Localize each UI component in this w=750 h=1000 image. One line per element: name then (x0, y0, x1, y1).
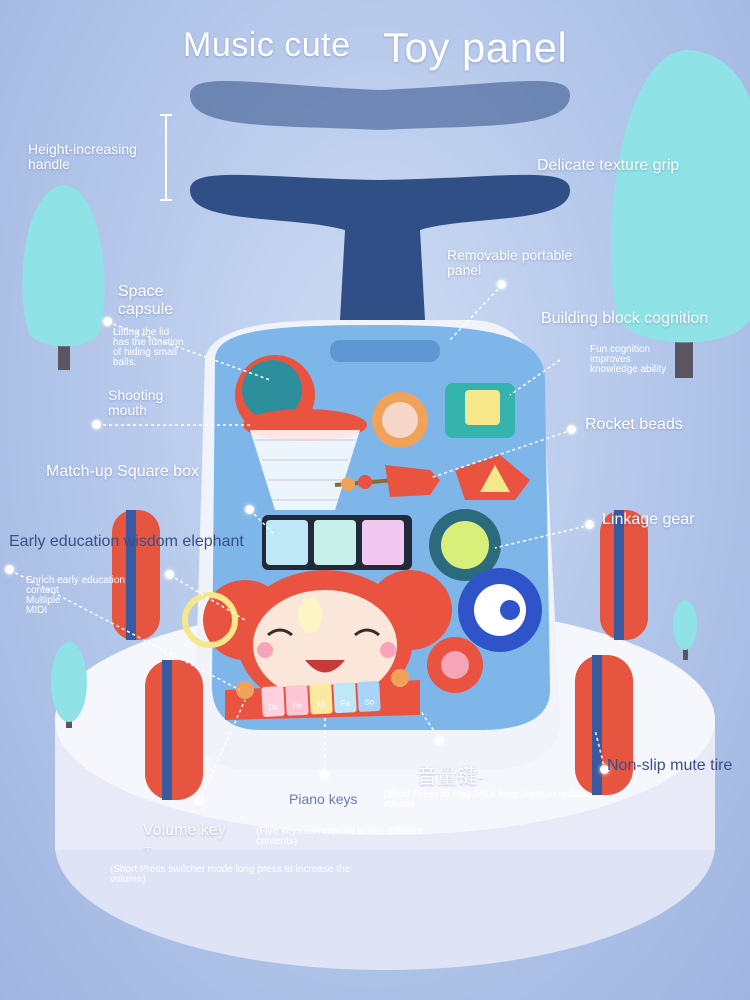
callout-dot-space-capsule (103, 317, 112, 326)
callout-dot-volume-plus (195, 796, 204, 805)
ring-toy (182, 592, 238, 648)
label-rocket-beads: Rocket beads (585, 416, 683, 433)
piano-key-do[interactable]: Do (261, 685, 285, 718)
piano-key-mi[interactable]: Mi (309, 683, 333, 715)
handle-ghost (190, 80, 570, 130)
callout-dot-removable-panel (497, 280, 506, 289)
piano-key-so[interactable]: So (357, 680, 381, 713)
note-fun-cognition: Fun cognition improves knowledge ability (590, 344, 667, 375)
callout-dot-matchup-box (245, 505, 254, 514)
callout-dot-linkage-gear (585, 520, 594, 529)
title-part2: Toy panel (383, 24, 568, 71)
wheel-right-back (600, 510, 648, 640)
callout-dot-volume-minus (435, 736, 444, 745)
label-matchup-box: Match-up Square box (46, 463, 199, 480)
tree-left (22, 185, 105, 370)
wheel-right-front (575, 655, 633, 795)
callout-leader-lines (9, 284, 606, 801)
label-nonslip-tire: Non-slip mute tire (607, 757, 733, 774)
label-space-capsule: Space capsule (118, 283, 174, 318)
note-enrich: Enrich early education content Multiple … (26, 575, 125, 616)
note-five-keys: (Five keys correspond to five different … (256, 826, 423, 847)
label-early-education: Early education wisdom elephant (9, 533, 244, 550)
handle (190, 174, 570, 320)
tree-small-right (673, 600, 697, 660)
note-space-capsule: Lifting the lid has the function of hidi… (113, 327, 184, 368)
callout-dot-nonslip-tire (600, 765, 609, 774)
label-volume-minus-cn: 音量键- (417, 766, 484, 788)
label-piano-keys: Piano keys (289, 791, 358, 807)
piano-key-re[interactable]: Re (285, 684, 309, 716)
callout-dot-early-education (165, 570, 174, 579)
label-removable-panel: Removable portable panel (447, 247, 573, 278)
callout-dot-piano-keys (320, 770, 329, 779)
label-height-handle: Height-increasing handle (28, 141, 137, 172)
title-part1: Music cute (183, 26, 351, 64)
label-volume-plus: Volume key + (143, 822, 226, 857)
wheel-left-front (145, 660, 203, 800)
label-linkage-gear: Linkage gear (602, 511, 695, 528)
callout-dot-enrich (5, 565, 14, 574)
rocket-toy (385, 465, 440, 497)
label-shooting-mouth: Shooting mouth (108, 387, 164, 418)
note-volume-plus: (Short Press switcher mode long press to… (110, 864, 351, 885)
label-texture-grip: Delicate texture grip (537, 157, 680, 174)
bead (341, 477, 355, 491)
note-volume-minus: (Short Press to Play MIDI long press to … (383, 789, 590, 810)
callout-dot-rocket-beads (567, 425, 576, 434)
piano-keys: Do Re Mi Fa So (261, 680, 381, 718)
tree-small-left (51, 642, 87, 728)
label-building-block: Building block cognition (541, 310, 709, 327)
wheel-left-back (112, 510, 160, 640)
piano-key-fa[interactable]: Fa (333, 682, 357, 714)
tree-right (611, 50, 750, 378)
callout-dot-shooting-mouth (92, 420, 101, 429)
elephant-face (253, 590, 397, 700)
